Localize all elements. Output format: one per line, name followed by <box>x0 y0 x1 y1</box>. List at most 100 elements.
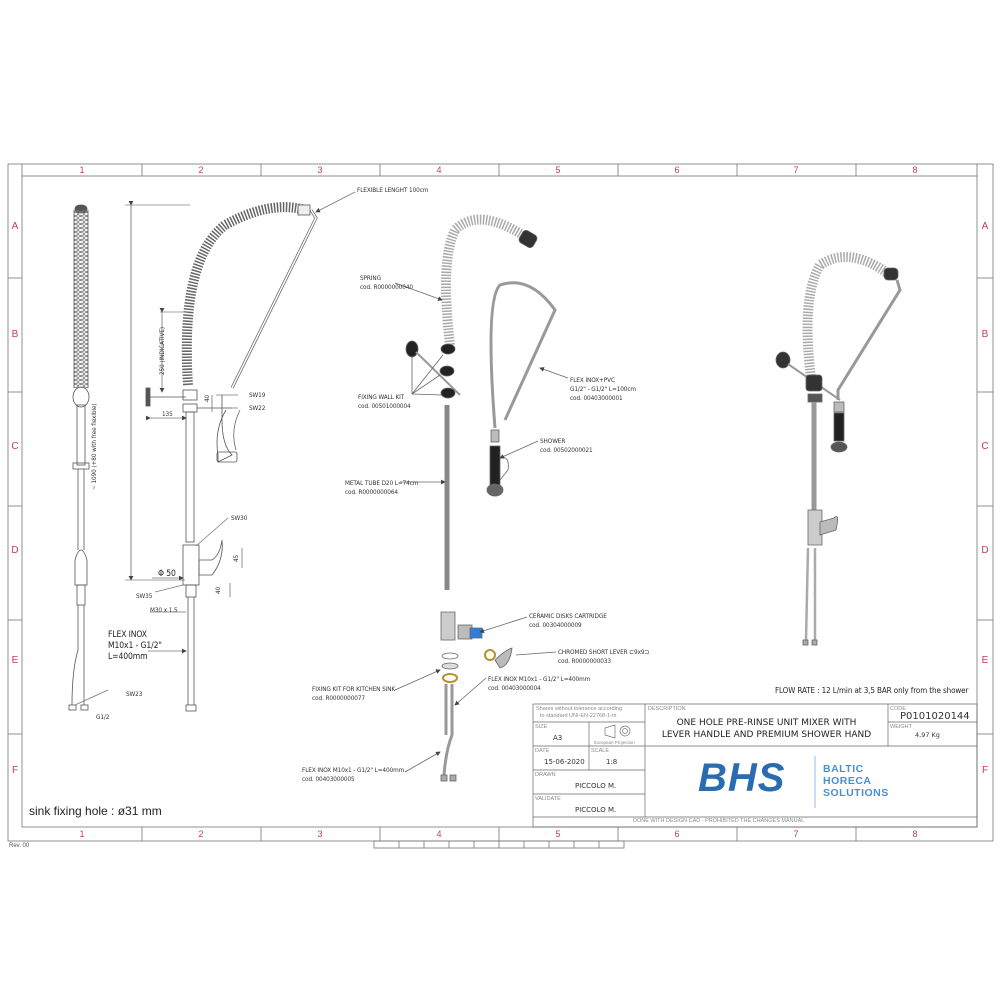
part-flex-inox-400-b-name: FLEX INOX M10x1 - G1/2" L=400mm <box>302 766 405 774</box>
weight-value: 4,97 Kg <box>915 731 940 739</box>
part-flex-inox-pvc-spec: G1/2" - G1/2" L=100cm <box>570 385 636 393</box>
weight-label: WEIGHT <box>890 724 912 730</box>
grid-col-2-bottom: 2 <box>198 829 204 839</box>
title-block-footer: DONE WITH DESIGN CAD - PROHIBITED THE CH… <box>633 818 805 824</box>
drawn-value: PICCOLO M. <box>575 782 617 790</box>
grid-row-c: C <box>11 441 19 452</box>
logo-sub-baltic: BALTIC <box>823 763 864 775</box>
size-label: SIZE <box>535 724 548 730</box>
dim-135-label: 135 <box>162 410 173 418</box>
tolerance-note-2: to standard UNI-EN-22768-1-m <box>540 713 617 719</box>
flex-inox-label-1: FLEX INOX <box>108 630 147 640</box>
validate-label: VALIDATE <box>535 796 561 802</box>
g12-label: G1/2 <box>96 713 110 721</box>
grid-col-1: 1 <box>79 165 85 175</box>
validate-value: PICCOLO M. <box>575 806 617 814</box>
drawn-label: DRAWN <box>535 772 556 778</box>
side-view-drawing <box>68 201 190 711</box>
part-cartridge-name: CERAMIC DISKS CARTRIDGE <box>529 612 607 620</box>
dim-45-label: 45 <box>232 554 240 562</box>
grid-col-1-bottom: 1 <box>79 829 85 839</box>
title-block-frame <box>532 703 978 828</box>
part-flex-inox-pvc-name: FLEX INOX+PVC <box>570 376 615 384</box>
part-cartridge-code: cod. 00304000009 <box>529 621 582 629</box>
grid-col-4: 4 <box>436 165 442 175</box>
description-line-1: ONE HOLE PRE-RINSE UNIT MIXER WITH <box>676 718 857 728</box>
bhs-logo: BHS <box>698 756 786 800</box>
part-shower-code: cod. 00502000021 <box>540 446 593 454</box>
scale-value: 1:8 <box>606 758 618 766</box>
code-value: P0101020144 <box>900 711 970 722</box>
part-lever-name: CHROMED SHORT LEVER ⊏9x9⊐ <box>558 648 650 656</box>
part-flex-inox-400-a-code: cod. 00403000004 <box>488 684 541 692</box>
front-view-drawing <box>145 191 356 712</box>
grid-row-f: F <box>11 765 19 776</box>
grid-col-5-bottom: 5 <box>555 829 561 839</box>
part-metal-tube-code: cod. R0000000064 <box>345 488 398 496</box>
flex-inox-label-2: M10x1 - G1/2" <box>108 641 162 651</box>
dim-40-bottom-label: 40 <box>214 586 222 594</box>
sw22-label: SW22 <box>249 404 266 412</box>
date-label: DATE <box>535 748 550 754</box>
part-fixing-kit-sink-code: cod. R0000000077 <box>312 694 365 702</box>
grid-col-3-bottom: 3 <box>317 829 323 839</box>
projection-label: European Projection <box>594 740 635 745</box>
tolerance-note-1: Shares without tolerance according <box>536 706 622 712</box>
assembled-view-drawing <box>775 252 902 646</box>
part-flex-inox-400-b-code: cod. 00403000005 <box>302 775 355 783</box>
part-flex-inox-pvc-code: cod. 00403000001 <box>570 394 623 402</box>
grid-col-4-bottom: 4 <box>436 829 442 839</box>
logo-sub-solutions: SOLUTIONS <box>823 787 889 799</box>
dim-phi50-label: Φ 50 <box>158 569 176 579</box>
grid-col-6-bottom: 6 <box>674 829 680 839</box>
flex-inox-label-3: L=400mm <box>108 652 148 662</box>
grid-col-6: 6 <box>674 165 680 175</box>
part-flex-inox-400-a-name: FLEX INOX M10x1 - G1/2" L=400mm <box>488 675 591 683</box>
grid-col-8: 8 <box>912 165 918 175</box>
sw35-label: SW35 <box>136 592 153 600</box>
grid-col-5: 5 <box>555 165 561 175</box>
size-value: A3 <box>553 734 563 742</box>
grid-row-c-right: C <box>981 441 989 452</box>
date-value: 15-06-2020 <box>544 758 585 766</box>
flexible-length-label: FLEXIBLE LENGHT 100cm <box>357 186 429 194</box>
height-dimension-label: ~ 1090 (+80 with free flexible) <box>90 403 98 490</box>
part-spring-code: cod. R0000000040 <box>360 283 413 291</box>
dim-40-top-label: 40 <box>203 394 211 402</box>
grid-row-e: E <box>11 655 19 666</box>
grid-col-7-bottom: 7 <box>793 829 799 839</box>
part-fixing-wall-kit-name: FIXING WALL KIT <box>358 393 405 401</box>
description-label: DESCRIPTION <box>648 706 686 712</box>
grid-row-d: D <box>11 545 19 556</box>
scale-label: SCALE <box>591 748 610 754</box>
sheet-frame <box>7 163 994 849</box>
part-shower-name: SHOWER <box>540 437 566 445</box>
grid-row-f-right: F <box>981 765 989 776</box>
grid-row-a-right: A <box>981 221 989 232</box>
grid-row-e-right: E <box>981 655 989 666</box>
grid-col-2: 2 <box>198 165 204 175</box>
grid-row-b-right: B <box>981 329 989 340</box>
grid-row-d-right: D <box>981 545 989 556</box>
dim-250-label: 250 (INDICATIVE) <box>158 326 166 375</box>
description-line-2: LEVER HANDLE AND PREMIUM SHOWER HAND <box>661 730 872 740</box>
grid-row-a: A <box>11 221 19 232</box>
grid-col-8-bottom: 8 <box>912 829 918 839</box>
sink-fixing-hole-note: sink fixing hole : ø31 mm <box>29 804 162 818</box>
logo-sub-horeca: HORECA <box>823 775 872 787</box>
sw30-label: SW30 <box>231 514 248 522</box>
part-fixing-kit-sink-name: FIXING KIT FOR KITCHEN SINK <box>312 685 396 693</box>
grid-row-b: B <box>11 329 19 340</box>
flow-rate-note: FLOW RATE : 12 L/min at 3,5 BAR only fro… <box>775 686 969 695</box>
sw23-label: SW23 <box>126 690 143 698</box>
code-label: CODE <box>890 706 906 712</box>
grid-col-3: 3 <box>317 165 323 175</box>
exploded-view-drawing <box>394 214 569 782</box>
grid-col-7: 7 <box>793 165 799 175</box>
part-fixing-wall-kit-code: cod. 00501000004 <box>358 402 411 410</box>
sw19-label: SW19 <box>249 391 266 399</box>
part-metal-tube-name: METAL TUBE D20 L=74cm <box>345 479 419 487</box>
part-spring-name: SPRING <box>360 274 381 282</box>
